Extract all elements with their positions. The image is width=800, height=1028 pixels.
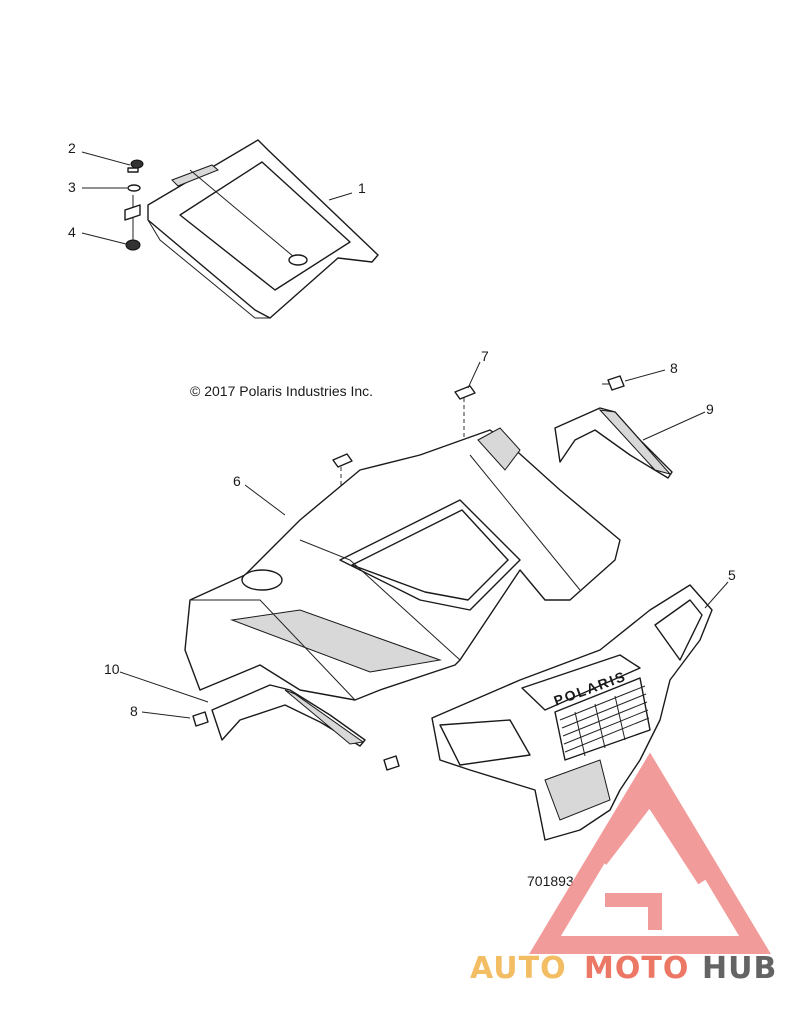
part-10-flare: [211, 684, 366, 747]
copyright-text: © 2017 Polaris Industries Inc.: [190, 383, 373, 399]
leader-lines: [81, 151, 729, 719]
part-9-flare: [554, 407, 673, 479]
callout-8-lower: 8: [130, 703, 138, 719]
triangle-logo-icon: [529, 752, 771, 954]
diagram-number: 701893: [527, 873, 574, 889]
part-8-lower-fastener: [192, 711, 400, 771]
part-4-grommet: [124, 195, 141, 251]
grille-mesh: [559, 685, 650, 757]
watermark-moto: MOTO: [584, 951, 689, 986]
part-5-front-grille: POLARIS: [431, 584, 713, 841]
part-2-screw: [127, 159, 144, 173]
callout-6: 6: [233, 473, 241, 489]
callout-1: 1: [358, 180, 366, 196]
callout-9: 9: [706, 401, 714, 417]
callout-5: 5: [728, 567, 736, 583]
part-8-upper-fastener: [602, 375, 625, 391]
callout-2: 2: [68, 140, 76, 156]
callout-10: 10: [104, 661, 120, 677]
part-3-washer: [127, 184, 141, 192]
callout-3: 3: [68, 179, 76, 195]
part-6-hood: [184, 427, 621, 701]
callout-7: 7: [481, 348, 489, 364]
watermark: AUTO MOTO HUB: [470, 752, 777, 986]
watermark-auto: AUTO: [470, 951, 567, 986]
callout-4: 4: [68, 224, 76, 240]
callout-8-upper: 8: [670, 360, 678, 376]
part-1-access-cover: [147, 139, 379, 319]
watermark-hub: HUB: [702, 951, 777, 986]
